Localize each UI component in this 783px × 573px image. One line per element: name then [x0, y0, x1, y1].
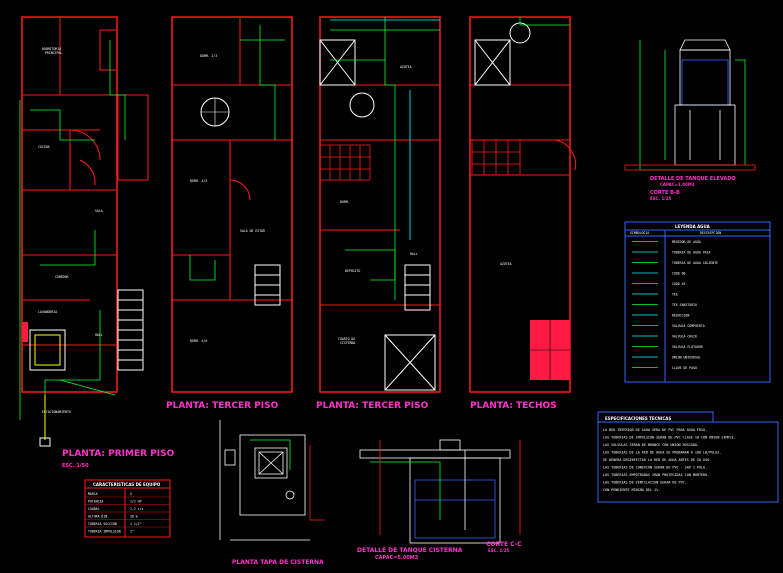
legend-row-desc: CODO 90	[672, 272, 686, 276]
char-row-label: ALTURA DIN.	[88, 515, 109, 519]
plan-primer-piso	[21, 16, 149, 447]
spec-line: LA RED INTERIOR DE AGUA SERA DE PVC PARA…	[603, 428, 707, 432]
svg-text:LAVANDERIA: LAVANDERIA	[38, 310, 57, 314]
char-table-title: CARACTERISTICAS DE EQUIPO	[93, 482, 161, 487]
svg-text:AZOTEA: AZOTEA	[400, 65, 412, 69]
plan4-room-azotea: AZOTEA	[500, 262, 512, 266]
specs-title: ESPECIFICACIONES TECNICAS	[605, 416, 671, 421]
plan3-grid	[319, 144, 371, 181]
plan-tercer-piso-b	[319, 16, 441, 393]
title-cisterna-detail: DETALLE DE TANQUE CISTERNA	[357, 547, 463, 554]
legend-col-symbol: SIMBOLOGIA	[630, 231, 649, 235]
legend-row-desc: VALVULA FLOTADOR	[672, 345, 703, 349]
spec-line: LAS TUBERIAS DE CONEXION SERAN DE PVC - …	[603, 466, 707, 470]
title-corte-cc: CORTE C-C	[486, 541, 522, 548]
svg-text:COMEDOR: COMEDOR	[55, 275, 69, 279]
legend-col-desc: DESCRIPCION	[700, 231, 721, 235]
svg-text:CISTERNA: CISTERNA	[340, 341, 355, 345]
cisterna-detail	[359, 439, 521, 544]
char-row-value: 20 m	[130, 515, 138, 519]
legend-row-desc: VALVULA COMPUERTA	[672, 324, 705, 328]
svg-text:COCINA: COCINA	[38, 145, 50, 149]
svg-text:PRINCIPAL: PRINCIPAL	[45, 51, 62, 55]
plan2-room-labels: DORM. 2/3 DORM. 4/5 SALA DE ESTAR DORM. …	[190, 54, 265, 343]
char-row-label: TUBERIA IMPULSION	[88, 530, 121, 534]
svg-text:DORM. 4/6: DORM. 4/6	[190, 339, 207, 343]
svg-text:DORM.: DORM.	[340, 200, 350, 204]
svg-text:HALL: HALL	[95, 333, 103, 337]
specifications-box: ESPECIFICACIONES TECNICAS LA RED INTERIO…	[597, 411, 779, 503]
scale-corte-cc: ESC. 1/25	[488, 548, 509, 553]
char-row-value: 1"	[130, 530, 134, 534]
spec-line: CON PENDIENTE MINIMA DEL 1%.	[603, 488, 660, 492]
legend-row-desc: UNION UNIVERSAL	[672, 356, 701, 360]
char-row-label: CAUDAL	[88, 507, 100, 511]
title-elevated-tank: DETALLE DE TANQUE ELEVADO	[650, 176, 736, 182]
spec-line: LAS VALVULAS SERAN DE BRONCE CON UNION R…	[603, 443, 699, 447]
svg-text:SALA: SALA	[95, 209, 103, 213]
legend-row-desc: VALVULA CHECK	[672, 335, 697, 339]
legend-row-desc: REDUCCION	[672, 314, 689, 318]
spec-line: LAS TUBERIAS DE VENTILACION SERAN DE PVC…	[603, 481, 687, 485]
legend-row-desc: MEDIDOR DE AGUA	[672, 240, 701, 244]
spec-line: SE DEBERA DESINFECTAR LA RED DE AGUA ANT…	[603, 458, 711, 462]
legend-row-desc: TUBERIA DE AGUA FRIA	[672, 251, 710, 255]
svg-text:ESTACIONAMIENTO: ESTACIONAMIENTO	[42, 410, 71, 414]
subtitle-elevated-tank: CAPAC=1.00M3	[660, 182, 695, 187]
spec-line: LAS TUBERIAS DE IMPULSION SERAN DE PVC C…	[603, 436, 736, 440]
legend-row-desc: TEE SANITARIA	[672, 303, 697, 307]
title-plan3: PLANTA: TERCER PISO	[316, 401, 429, 411]
spec-line: LAS TUBERIAS EMPOTRADAS IRAN PROTEGIDAS …	[603, 473, 709, 477]
legend-row-desc: TUBERIA DE AGUA CALIENTE	[672, 261, 718, 265]
char-row-label: TUBERIA SUCCION	[88, 522, 117, 526]
plan4-grid	[471, 139, 521, 176]
scale-plan1: ESC. 1/50	[62, 463, 89, 469]
plan-tercer-piso-a	[171, 16, 293, 393]
plan1-room-labels: DORMITORIO PRINCIPAL COCINA SALA COMEDOR…	[38, 47, 103, 414]
legend-table: LEYENDA AGUA SIMBOLOGIA DESCRIPCION MEDI…	[624, 221, 771, 383]
char-row-label: POTENCIA	[88, 500, 103, 504]
svg-text:DORM. 2/3: DORM. 2/3	[200, 54, 217, 58]
title-cisterna-plan: PLANTA TAPA DE CISTERNA	[232, 559, 324, 566]
elevated-tank-detail	[624, 39, 756, 171]
svg-text:DORMITORIO: DORMITORIO	[42, 47, 61, 51]
plan-primer-piso-pipes	[19, 40, 126, 420]
char-row-value: 1.2 L/s	[130, 507, 144, 511]
legend-title: LEYENDA AGUA	[675, 224, 711, 229]
plan3-pipes	[330, 17, 440, 300]
svg-text:DORM. 4/5: DORM. 4/5	[190, 179, 207, 183]
characteristics-table: CARACTERISTICAS DE EQUIPO MARCA X POTENCIA…	[84, 479, 171, 538]
title-plan2: PLANTA: TERCER PISO	[166, 401, 279, 411]
svg-text:CUARTO DE: CUARTO DE	[338, 337, 355, 341]
plan2-pipes	[189, 25, 285, 281]
plan3-room-labels: AZOTEA DORM. HALL DEPOSITO CUARTO DE CIS…	[338, 65, 418, 345]
svg-text:HALL: HALL	[410, 252, 418, 256]
legend-row-desc: TEE	[672, 293, 678, 297]
title-plan4: PLANTA: TECHOS	[470, 401, 557, 411]
svg-text:DEPOSITO: DEPOSITO	[345, 269, 360, 273]
scale-corte-bb: ESC. 1/25	[650, 196, 671, 201]
plan1-red-fill	[22, 322, 28, 342]
title-corte-bb: CORTE B-B	[650, 190, 680, 196]
char-row-label: MARCA	[88, 492, 98, 496]
spec-line: LAS TUBERIAS DE LA RED DE AGUA SE PROBAR…	[603, 451, 721, 455]
title-plan1: PLANTA: PRIMER PISO	[62, 449, 175, 459]
char-row-value: 1 1/2"	[130, 522, 142, 526]
char-row-value: X	[130, 492, 132, 496]
legend-row-desc: CODO 45	[672, 282, 686, 286]
char-row-value: 1/2 HP	[130, 500, 142, 504]
cisterna-plan	[219, 420, 325, 541]
subtitle-cisterna-detail: CAPAC=5.00M3	[375, 555, 419, 561]
legend-row-desc: LLAVE DE PASO	[672, 366, 697, 370]
svg-text:SALA DE ESTAR: SALA DE ESTAR	[240, 229, 265, 233]
